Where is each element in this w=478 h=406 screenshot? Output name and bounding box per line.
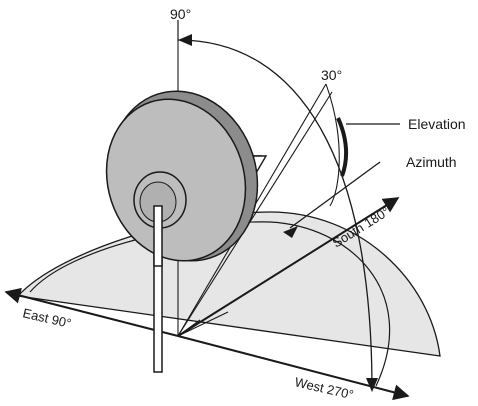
azimuth-arc — [29, 221, 391, 387]
label-azimuth: Azimuth — [406, 154, 457, 170]
label-east: East 90° — [21, 305, 72, 331]
azimuth-arrowhead — [283, 226, 298, 238]
south-arrow — [177, 197, 400, 337]
label-elevation-30: 30° — [321, 67, 342, 83]
elevation-highlight — [336, 117, 349, 177]
ground-plane — [16, 211, 441, 357]
elevation-outer-arc — [177, 39, 373, 391]
label-elevation-90: 90° — [170, 6, 191, 22]
dish-pole-front — [153, 205, 163, 267]
elevation-inner-arc — [325, 83, 340, 207]
label-elevation: Elevation — [408, 116, 466, 132]
label-west: West 270° — [293, 374, 355, 402]
east-west-axis — [4, 287, 179, 337]
elevation-bottom-arrowhead — [366, 378, 378, 392]
elevation-top-arrowhead — [178, 34, 192, 46]
